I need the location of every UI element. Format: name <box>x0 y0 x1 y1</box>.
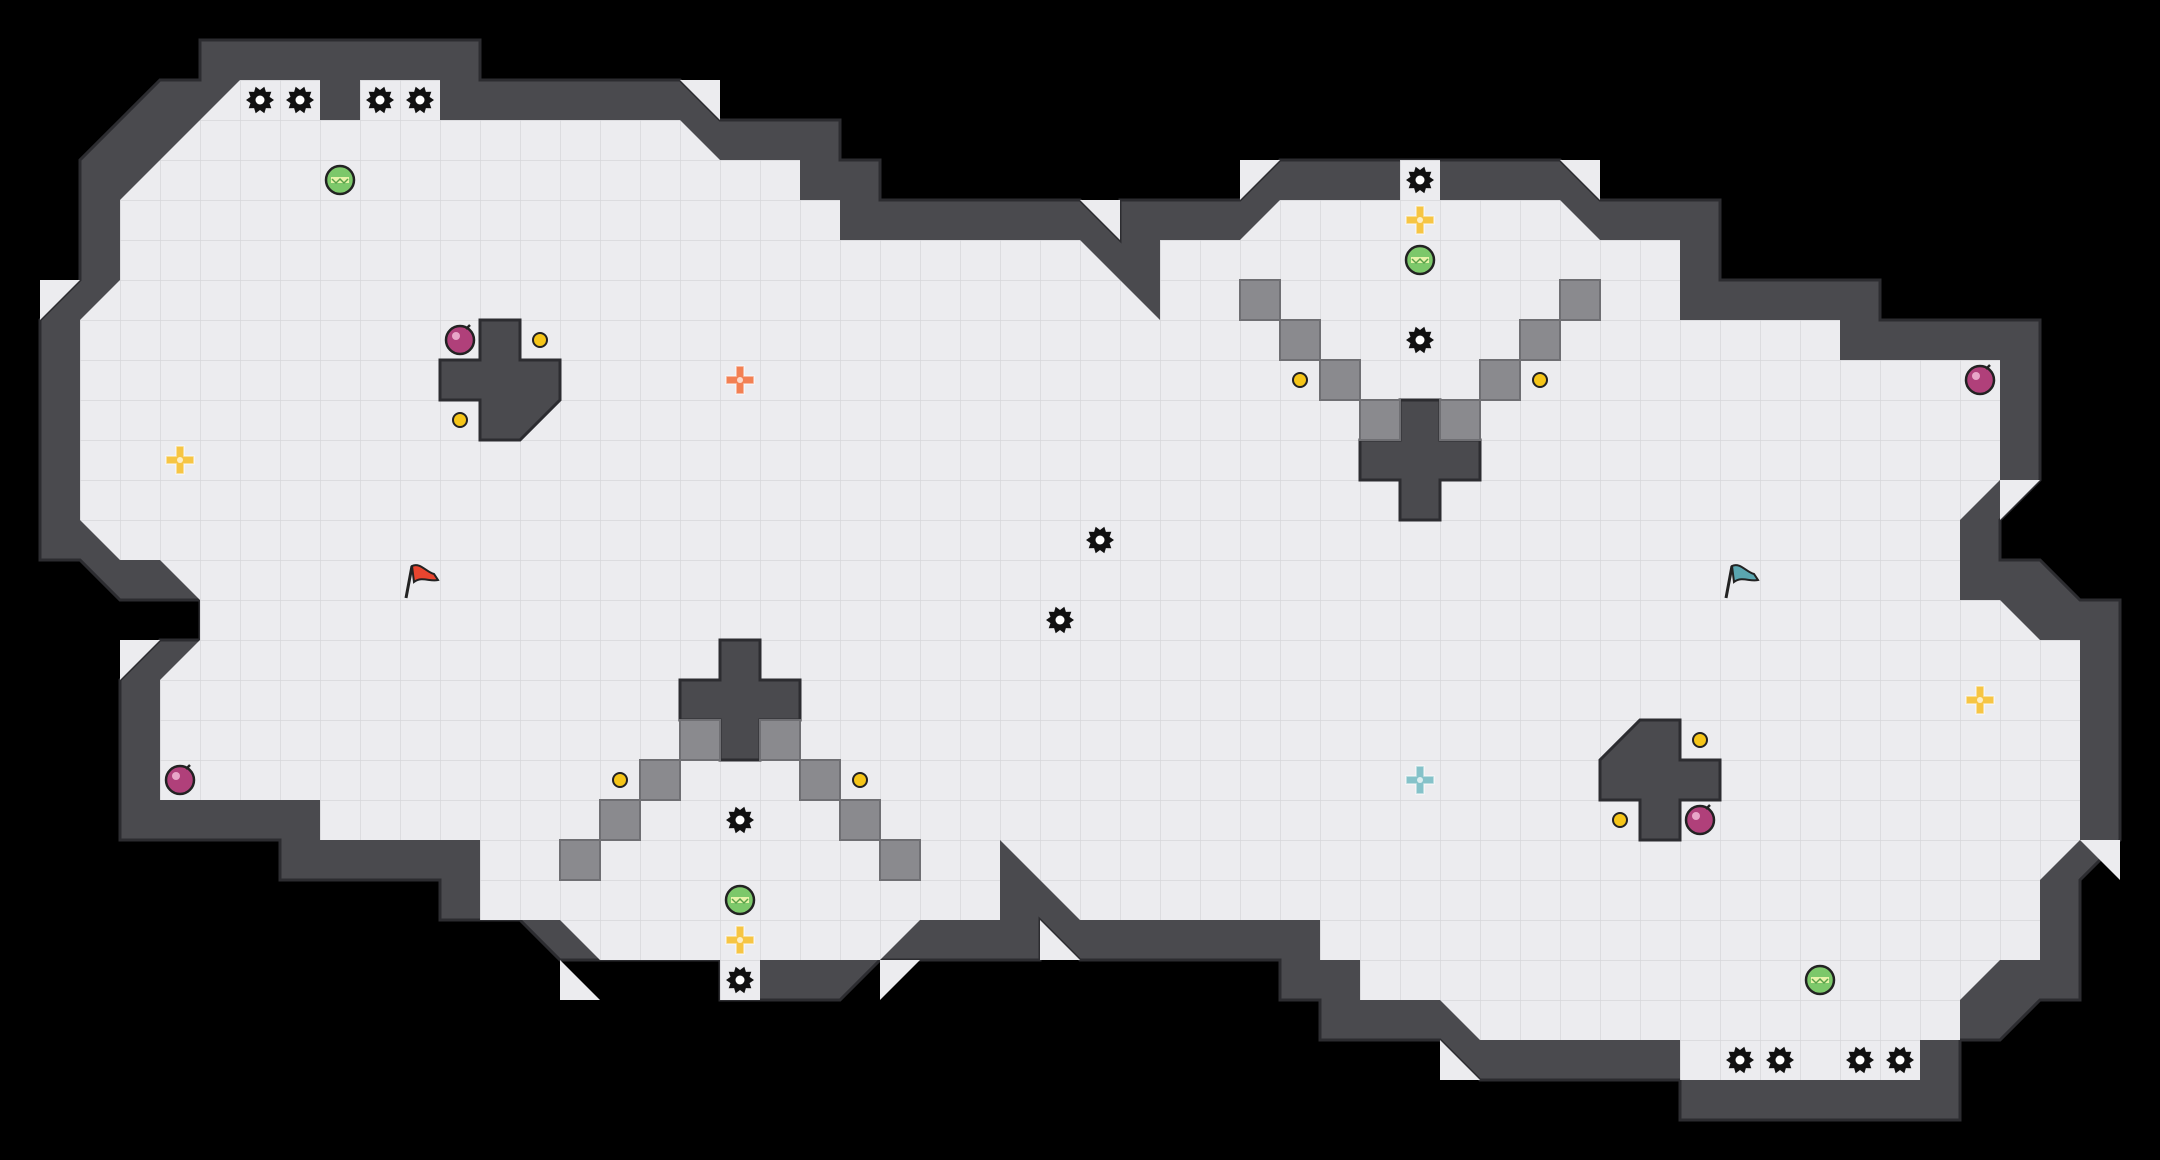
coin-icon <box>852 772 868 788</box>
spike-gear-icon <box>1406 326 1434 354</box>
coin-icon <box>452 412 468 428</box>
coin-icon <box>532 332 548 348</box>
blue-flag-icon <box>1724 564 1760 599</box>
health-orb-icon <box>724 884 756 916</box>
boost-plus-icon <box>165 445 195 475</box>
health-orb-icon <box>1804 964 1836 996</box>
spike-gear-icon <box>1846 1046 1874 1074</box>
spike-gear-icon <box>726 966 754 994</box>
obstacle-left-upper <box>438 318 562 442</box>
boost-plus-icon <box>1965 685 1995 715</box>
health-orb-icon <box>1404 244 1436 276</box>
health-orb-icon <box>324 164 356 196</box>
spike-gear-icon <box>1886 1046 1914 1074</box>
boost-plus-icon <box>725 925 755 955</box>
coin-icon <box>1532 372 1548 388</box>
spike-gear-icon <box>406 86 434 114</box>
red-flag-icon <box>404 564 440 599</box>
corner-ramps <box>40 80 2120 1080</box>
grate-tiles <box>559 279 1601 881</box>
spike-gear-icon <box>366 86 394 114</box>
obstacle-right-lower <box>1598 718 1722 842</box>
blue-spawn-crosshair-icon <box>1405 765 1435 795</box>
spike-gear-icon <box>1726 1046 1754 1074</box>
bomb-icon <box>1964 364 1996 396</box>
red-spawn-crosshair-icon <box>725 365 755 395</box>
spike-gear-icon <box>1406 166 1434 194</box>
coin-icon <box>1292 372 1308 388</box>
bomb-icon <box>164 764 196 796</box>
spike-gear-icon <box>726 806 754 834</box>
bomb-icon <box>1684 804 1716 836</box>
coin-icon <box>1612 812 1628 828</box>
spike-gear-icon <box>1046 606 1074 634</box>
arena-floor <box>80 80 2080 1080</box>
spike-gear-icon <box>246 86 274 114</box>
coin-icon <box>1692 732 1708 748</box>
spike-gear-icon <box>1766 1046 1794 1074</box>
spike-gear-icon <box>286 86 314 114</box>
bomb-icon <box>444 324 476 356</box>
spike-gear-icon <box>1086 526 1114 554</box>
coin-icon <box>612 772 628 788</box>
boost-plus-icon <box>1405 205 1435 235</box>
